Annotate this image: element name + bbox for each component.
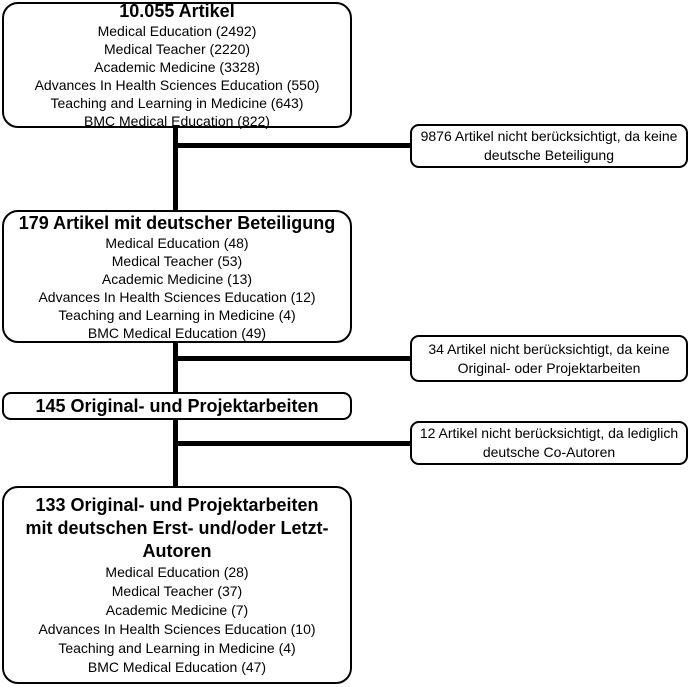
exclusion-text-line: deutsche Beteiligung: [484, 147, 614, 163]
connector-branch-3: [175, 441, 412, 446]
connector-vertical-1: [173, 126, 178, 212]
journal-line: Medical Teacher (2220): [103, 41, 251, 57]
journal-line: Advances In Health Sciences Education (5…: [34, 77, 320, 93]
box-german-participation: 179 Artikel mit deutscher Beteiligung Me…: [2, 210, 352, 343]
box-excluded-only-coauthors: 12 Artikel nicht berücksichtigt, da ledi…: [410, 421, 688, 465]
journal-line: Teaching and Learning in Medicine (4): [58, 306, 296, 323]
journal-line: Medical Education (2492): [97, 23, 257, 39]
box-excluded-no-german-participation: 9876 Artikel nicht berücksichtigt, da ke…: [410, 124, 688, 168]
box-final-title-line: 133 Original- und Projektarbeiten: [35, 494, 319, 515]
box-original-project-works-title: 145 Original- und Projektarbeiten: [35, 396, 319, 416]
journal-line: Academic Medicine (3328): [94, 59, 260, 75]
exclusion-text-line: Original- oder Projektarbeiten: [457, 359, 641, 376]
journal-line: Teaching and Learning in Medicine (4): [58, 639, 296, 656]
box-total-articles: 10.055 Artikel Medical Education (2492) …: [2, 1, 352, 129]
journal-line: Medical Teacher (53): [111, 252, 243, 269]
connector-vertical-3: [173, 419, 178, 488]
journal-line: Advances In Health Sciences Education (1…: [38, 288, 316, 305]
exclusion-text-line: 12 Artikel nicht berücksichtigt, da ledi…: [419, 425, 679, 441]
journal-line: Academic Medicine (7): [105, 601, 249, 618]
journal-line: Teaching and Learning in Medicine (643): [50, 95, 304, 111]
connector-branch-1: [175, 143, 412, 148]
journal-line: Academic Medicine (13): [101, 270, 253, 287]
journal-line: BMC Medical Education (822): [84, 113, 270, 129]
box-original-project-works: 145 Original- und Projektarbeiten: [2, 392, 352, 420]
box-final-german-first-last-authors: 133 Original- und Projektarbeiten mit de…: [2, 486, 352, 684]
exclusion-text-line: 34 Artikel nicht berücksichtigt, da kein…: [428, 340, 670, 357]
journal-line: Medical Education (28): [105, 563, 249, 580]
journal-line: Advances In Health Sciences Education (1…: [38, 620, 316, 637]
journal-line: BMC Medical Education (47): [87, 658, 267, 675]
journal-line: Medical Teacher (37): [111, 582, 243, 599]
box-final-title-line: mit deutschen Erst- und/oder Letzt-: [25, 517, 329, 538]
box-german-participation-title: 179 Artikel mit deutscher Beteiligung: [18, 212, 336, 233]
exclusion-text-line: 9876 Artikel nicht berücksichtigt, da ke…: [420, 128, 678, 144]
box-final-title-line: Autoren: [142, 540, 212, 561]
box-total-articles-title: 10.055 Artikel: [119, 1, 235, 21]
journal-line: Medical Education (48): [105, 234, 249, 251]
connector-branch-2: [175, 356, 412, 361]
connector-vertical-2: [173, 341, 178, 395]
box-excluded-not-original-works: 34 Artikel nicht berücksichtigt, da kein…: [410, 335, 688, 382]
exclusion-text-line: deutsche Co-Autoren: [482, 444, 616, 460]
journal-line: BMC Medical Education (49): [87, 324, 267, 341]
